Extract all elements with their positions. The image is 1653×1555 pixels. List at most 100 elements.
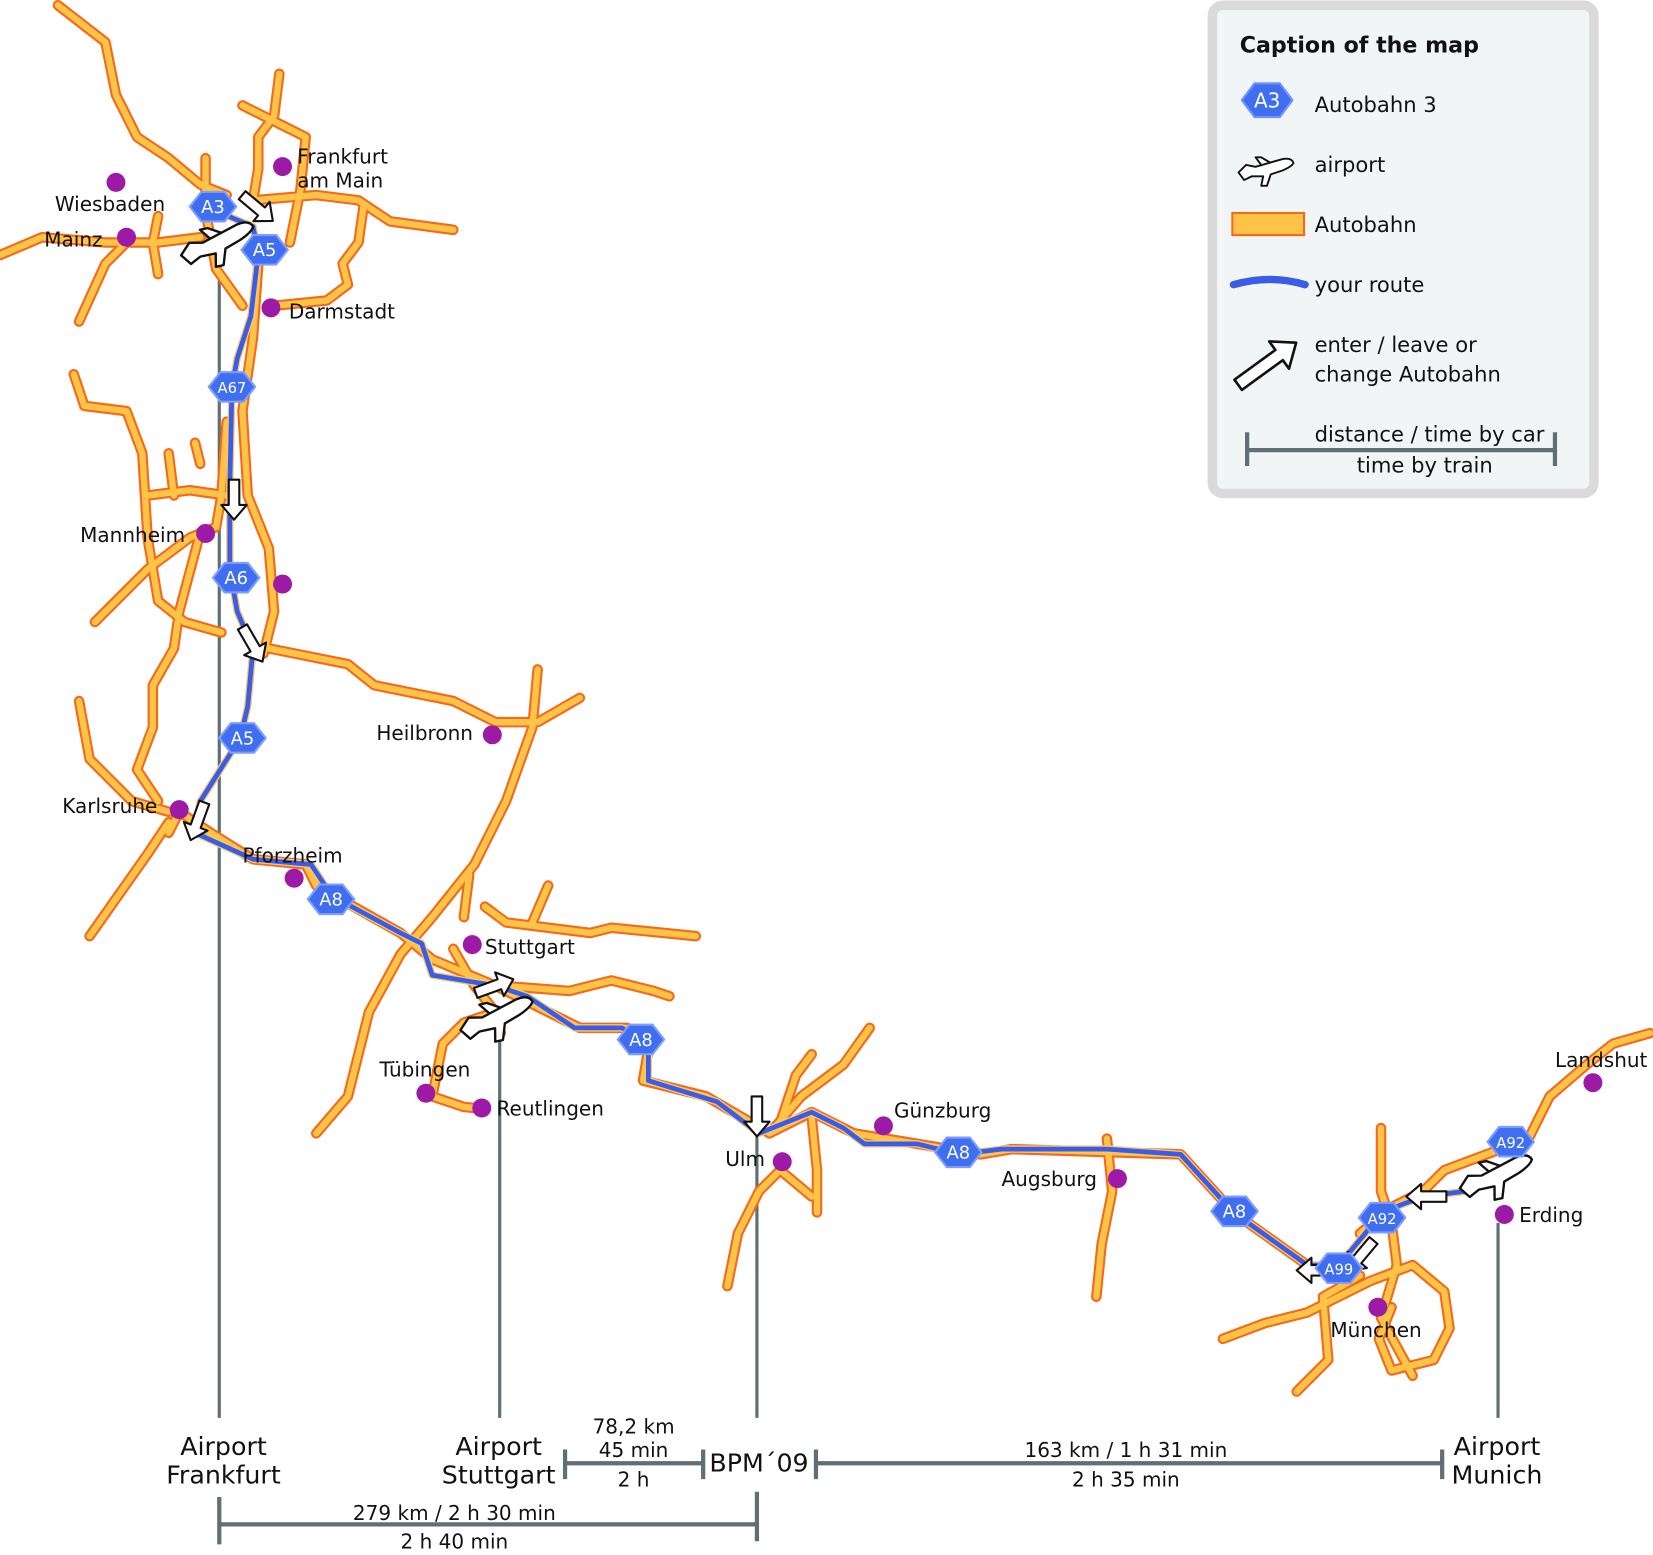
autobahn-road-fill [1093,1135,1116,1300]
city-ulm[interactable]: Ulm [725,1147,792,1172]
shield-label: A5 [253,240,277,261]
city-stuttgart[interactable]: Stuttgart [462,935,575,959]
stuttgart-bpm-distance: 78,2 km [593,1415,675,1439]
arrow-icon [237,190,274,223]
autobahn-road-fill [1377,1124,1416,1379]
city-erding[interactable]: Erding [1494,1203,1583,1227]
city-heilbronn[interactable]: Heilbronn [376,721,502,745]
autobahn-road-fill [149,212,162,278]
svg-text:Mainz: Mainz [44,228,102,252]
autobahn-road-fill [75,239,130,325]
frankfurt-bpm-train: 2 h 40 min [400,1530,508,1554]
airplane-icon [179,221,255,268]
city-mannheim[interactable]: Mannheim [80,523,216,547]
autobahn-shield: A92 [1486,1125,1536,1158]
autobahn-road-fill [144,487,230,499]
airports [179,221,1534,1201]
shield-label: A99 [1324,1262,1353,1279]
svg-text:Ulm: Ulm [725,1147,765,1171]
city-augsburg[interactable]: Augsburg [1001,1167,1127,1191]
city-muenchen[interactable]: München [1330,1297,1422,1342]
autobahn-shield: A67 [207,371,257,403]
distance-scales [217,1449,1445,1545]
label-airport-munich: Airport [1454,1432,1541,1461]
svg-text:Frankfurt: Frankfurt [297,144,388,168]
svg-text:Pforzheim: Pforzheim [242,843,342,867]
arrow-icon [236,623,268,663]
autobahn-shield: A8 [616,1023,666,1056]
svg-text:am Main: am Main [297,169,383,193]
city-landshut[interactable]: Landshut [1555,1048,1648,1093]
autobahn-shield: A8 [1209,1195,1260,1228]
shield-label: A8 [629,1030,653,1051]
frankfurt-bpm-car: 279 km / 2 h 30 min [353,1501,556,1525]
svg-text:A3: A3 [1254,89,1280,113]
airplane-icon-path [1237,156,1295,187]
shield-label: A8 [946,1143,970,1164]
autobahn-road [722,1164,786,1292]
label-airport-stuttgart: Airport [455,1432,542,1461]
autobahn-shield: A6 [211,561,261,594]
city-reutlingen[interactable]: Reutlingen [472,1096,604,1120]
autobahn-swatch-icon [1231,211,1306,237]
label-airport-frankfurt: Airport [180,1432,267,1461]
autobahn-road-fill [724,1167,784,1290]
airplane-icon [1237,156,1295,187]
legend-arrow-line1: enter / leave or [1315,332,1478,357]
city-darmstadt[interactable]: Darmstadt [261,298,395,323]
autobahn-road-fill [239,102,309,246]
arrow-icon [182,799,211,842]
autobahn-road-fill [776,1167,815,1200]
shield-label: A67 [217,380,246,397]
bpm-munich-train: 2 h 35 min [1072,1467,1180,1491]
city-tuebingen[interactable]: Tübingen [379,1057,471,1103]
svg-text:Mannheim: Mannheim [80,523,185,547]
city-pforzheim[interactable]: Pforzheim [242,843,343,888]
shield-label: A92 [1496,1135,1525,1152]
legend-scale-icon [1245,432,1558,466]
svg-text:Tübingen: Tübingen [379,1057,471,1081]
autobahn-shield: A8 [933,1136,983,1169]
shield-label: A3 [201,197,225,218]
city-dot-unlabeled [273,574,293,594]
svg-text:Reutlingen: Reutlingen [497,1096,604,1120]
legend-shield-icon: A3 [1240,82,1294,119]
svg-text:Stuttgart: Stuttgart [485,935,575,959]
legend-scale-bottom: time by train [1357,452,1493,477]
svg-text:Karlsruhe: Karlsruhe [62,794,157,818]
autobahn-shield: A3 [188,190,238,223]
airplane-icon [459,996,534,1043]
autobahn-road-fill [0,234,204,259]
svg-text:Augsburg: Augsburg [1001,1167,1097,1191]
autobahn-road-fill [497,977,673,1000]
scale-frankfurt-bpm [217,1491,760,1545]
arrow-icon [743,1095,771,1138]
city-karlsruhe[interactable]: Karlsruhe [62,794,189,820]
autobahn-road-fill [86,819,172,940]
city-guenzburg[interactable]: Günzburg [873,1098,991,1136]
autobahn-road-fill [249,70,283,204]
svg-text:Erding: Erding [1519,1203,1583,1227]
shield-label: A8 [1223,1202,1247,1223]
svg-text:Heilbronn: Heilbronn [376,721,473,745]
shield-label: A8 [319,890,343,911]
autobahn-road-fill [191,439,204,468]
autobahn-road-fill [270,202,367,309]
autobahn-road-fill [70,371,225,636]
autobahn-road-fill [1293,1272,1364,1395]
autobahn-road-fill [481,903,699,940]
city-mainz[interactable]: Mainz [44,228,136,252]
label-airport-munich-2: Munich [1452,1460,1543,1489]
autobahn-road-fill [808,1114,821,1216]
autobahn-road-fill [313,666,541,1137]
legend-arrow-line2: change Autobahn [1315,362,1501,387]
label-airport-stuttgart-2: Stuttgart [442,1460,556,1489]
autobahn-shield: A99 [1314,1252,1364,1285]
stuttgart-bpm-train-time: 2 h [618,1467,650,1491]
arrow-icon [472,971,515,999]
city-wiesbaden[interactable]: Wiesbaden [55,172,165,216]
arrow-icon [220,478,248,521]
